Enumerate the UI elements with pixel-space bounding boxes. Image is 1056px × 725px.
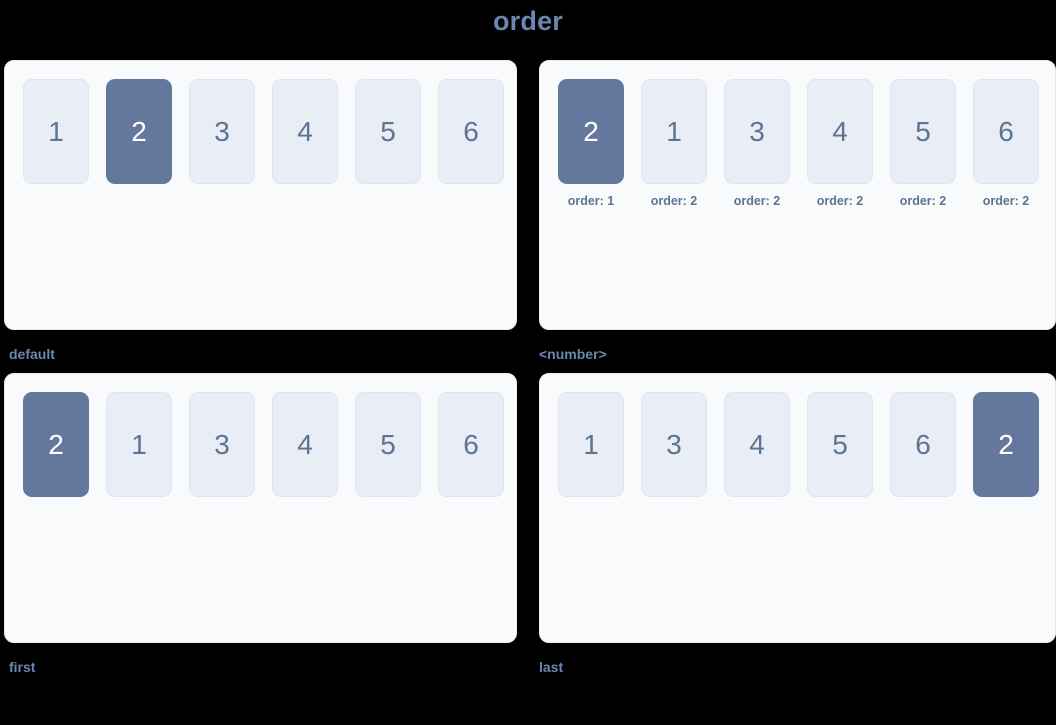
demo-cell-last: 1 3 4 5 6 2 [539, 373, 1056, 686]
order-box[interactable]: 5 [355, 392, 421, 497]
order-box-active[interactable]: 2 [973, 392, 1039, 497]
demo-cell-first: 2 1 3 4 5 6 [4, 373, 539, 686]
list-item: 1 [23, 79, 89, 184]
order-box[interactable]: 4 [724, 392, 790, 497]
list-item: 3 order: 2 [724, 79, 790, 208]
order-note: order: 2 [816, 194, 864, 208]
list-item: 5 order: 2 [890, 79, 956, 208]
list-item: 4 order: 2 [807, 79, 873, 208]
box-row: 1 2 3 4 5 6 [5, 79, 516, 184]
box-row: 2 1 3 4 5 6 [5, 392, 516, 497]
order-box[interactable]: 3 [189, 79, 255, 184]
cell-label: <number> [539, 346, 607, 362]
demo-card: 2 1 3 4 5 6 [4, 373, 517, 643]
list-item: 4 [724, 392, 790, 497]
order-box[interactable]: 6 [438, 392, 504, 497]
order-box[interactable]: 4 [272, 79, 338, 184]
order-box[interactable]: 1 [106, 392, 172, 497]
order-box-active[interactable]: 2 [23, 392, 89, 497]
order-note: order: 2 [650, 194, 698, 208]
order-box[interactable]: 5 [355, 79, 421, 184]
demo-card: 1 3 4 5 6 2 [539, 373, 1056, 643]
order-box[interactable]: 6 [973, 79, 1039, 184]
list-item: 5 [807, 392, 873, 497]
order-box[interactable]: 3 [641, 392, 707, 497]
order-note: order: 2 [899, 194, 947, 208]
list-item: 6 [438, 79, 504, 184]
order-box[interactable]: 6 [890, 392, 956, 497]
list-item: 1 order: 2 [641, 79, 707, 208]
list-item: 2 [106, 79, 172, 184]
order-box-active[interactable]: 2 [558, 79, 624, 184]
list-item: 3 [641, 392, 707, 497]
cell-label: default [9, 346, 55, 362]
list-item: 2 order: 1 [558, 79, 624, 208]
demo-grid: 1 2 3 4 5 6 [4, 60, 1056, 686]
order-note: order: 2 [982, 194, 1030, 208]
list-item: 6 [890, 392, 956, 497]
order-box[interactable]: 1 [558, 392, 624, 497]
page-title: order [492, 6, 564, 36]
box-row: 2 order: 1 1 order: 2 3 order: 2 4 order… [540, 79, 1055, 208]
order-box[interactable]: 6 [438, 79, 504, 184]
list-item: 2 [23, 392, 89, 497]
list-item: 4 [272, 392, 338, 497]
order-box[interactable]: 1 [23, 79, 89, 184]
order-box[interactable]: 1 [641, 79, 707, 184]
demo-cell-number: 2 order: 1 1 order: 2 3 order: 2 4 order… [539, 60, 1056, 373]
list-item: 1 [106, 392, 172, 497]
order-box[interactable]: 3 [724, 79, 790, 184]
order-box-active[interactable]: 2 [106, 79, 172, 184]
list-item: 5 [355, 79, 421, 184]
list-item: 6 [438, 392, 504, 497]
order-box[interactable]: 4 [807, 79, 873, 184]
list-item: 4 [272, 79, 338, 184]
list-item: 2 [973, 392, 1039, 497]
list-item: 3 [189, 79, 255, 184]
list-item: 1 [558, 392, 624, 497]
cell-label: last [539, 659, 564, 675]
demo-cell-default: 1 2 3 4 5 6 [4, 60, 539, 373]
list-item: 3 [189, 392, 255, 497]
demo-card: 2 order: 1 1 order: 2 3 order: 2 4 order… [539, 60, 1056, 330]
list-item: 6 order: 2 [973, 79, 1039, 208]
list-item: 5 [355, 392, 421, 497]
cell-label: first [9, 659, 36, 675]
order-box[interactable]: 4 [272, 392, 338, 497]
box-row: 1 3 4 5 6 2 [540, 392, 1055, 497]
demo-card: 1 2 3 4 5 6 [4, 60, 517, 330]
order-box[interactable]: 5 [890, 79, 956, 184]
order-box[interactable]: 5 [807, 392, 873, 497]
order-box[interactable]: 3 [189, 392, 255, 497]
order-note: order: 2 [733, 194, 781, 208]
order-note: order: 1 [567, 194, 615, 208]
